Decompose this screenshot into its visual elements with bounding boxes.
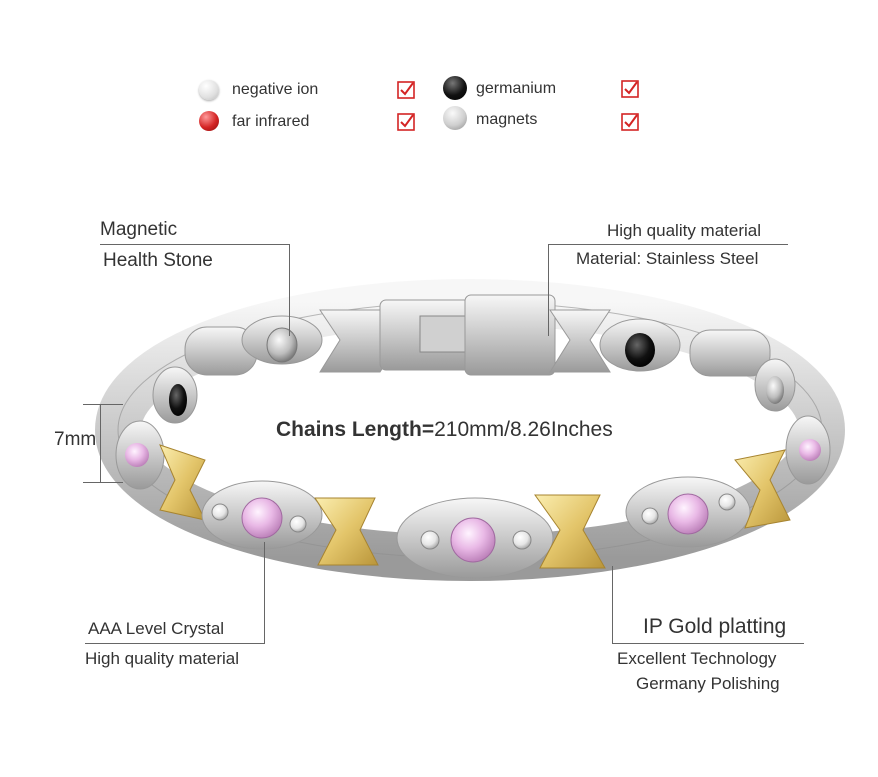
- crystal-subtitle: High quality material: [85, 649, 240, 668]
- legend-germanium: germanium: [476, 80, 557, 97]
- front-links: [115, 415, 831, 579]
- legend-negative-ion: negative ion: [232, 81, 319, 98]
- gold-title: IP Gold platting: [643, 615, 787, 638]
- gold-subtitle-1: Excellent Technology: [617, 649, 777, 668]
- legend-far-infrared: far infrared: [232, 113, 310, 130]
- magnets-dot-icon: [443, 106, 467, 130]
- germanium-check-icon: [621, 80, 639, 98]
- width-top-line: [83, 404, 123, 405]
- negative-ion-dot-icon: [199, 80, 219, 100]
- material-underline: [548, 244, 788, 245]
- far-infrared-dot-icon: [199, 111, 219, 131]
- chain-length-label: Chains Length=: [276, 418, 435, 441]
- crystal-underline: [85, 643, 265, 644]
- crystal-title: AAA Level Crystal: [88, 619, 225, 638]
- gold-leader-line: [612, 566, 613, 643]
- material-title: High quality material: [607, 221, 762, 240]
- chain-length-value: 210mm/8.26Inches: [434, 418, 613, 441]
- far-infrared-check-icon: [397, 113, 415, 131]
- magnetic-leader-line: [289, 244, 290, 336]
- width-dimension-line: [100, 404, 101, 482]
- magnetic-subtitle: Health Stone: [103, 250, 213, 271]
- width-bottom-line: [83, 482, 123, 483]
- chain-length: Chains Length=210mm/8.26Inches: [276, 418, 613, 442]
- magnetic-underline: [100, 244, 290, 245]
- gold-underline: [612, 643, 804, 644]
- germanium-dot-icon: [443, 76, 467, 100]
- magnets-check-icon: [621, 113, 639, 131]
- legend-magnets: magnets: [476, 111, 538, 128]
- magnetic-title: Magnetic: [100, 219, 178, 240]
- negative-ion-check-icon: [397, 81, 415, 99]
- material-leader-line: [548, 244, 549, 336]
- width-label: 7mm: [54, 429, 97, 450]
- back-links: [152, 294, 796, 424]
- gold-subtitle-2: Germany Polishing: [636, 674, 780, 693]
- material-subtitle: Material: Stainless Steel: [576, 249, 759, 268]
- crystal-leader-line: [264, 542, 265, 643]
